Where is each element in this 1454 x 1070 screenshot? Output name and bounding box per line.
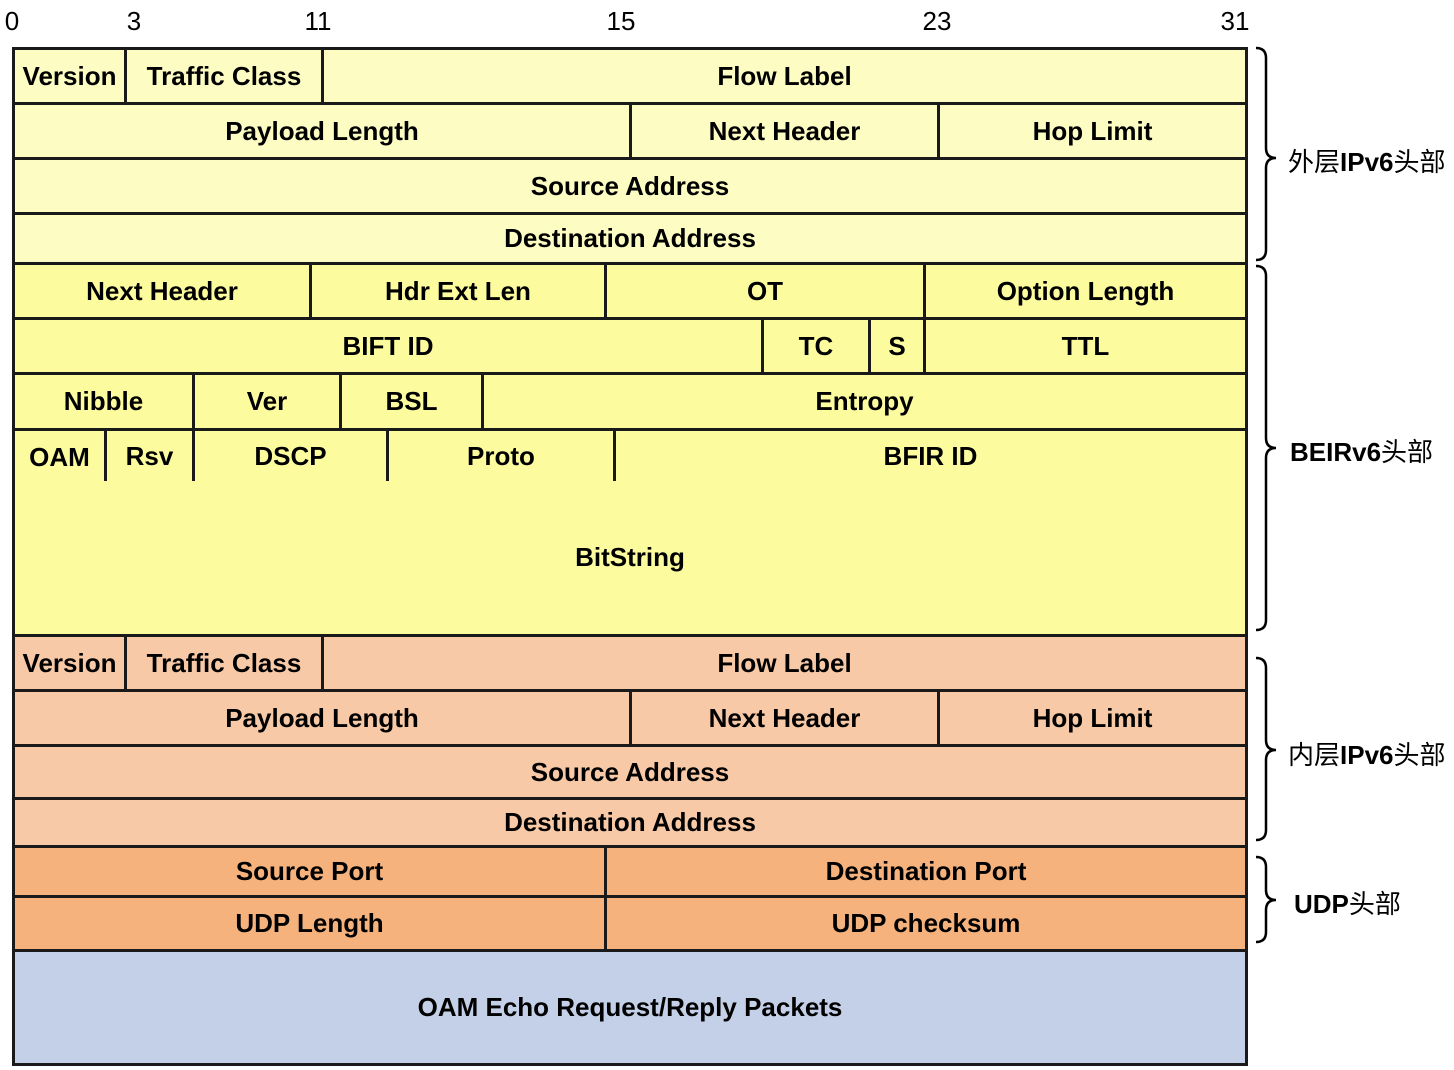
udp-label: UDP头部 xyxy=(1294,889,1401,919)
beir-s-field: S xyxy=(868,317,926,375)
beirv6-label: BEIRv6头部 xyxy=(1290,437,1434,467)
bit-tick-0: 0 xyxy=(4,6,20,36)
bit-tick-15: 15 xyxy=(606,6,636,36)
outer-ipv6-label: 外层IPv6头部 xyxy=(1288,147,1446,177)
beir-hdr-ext-len-field: Hdr Ext Len xyxy=(309,262,607,320)
beir-bfir-id-field: BFIR ID xyxy=(613,428,1248,484)
outer-hop-limit-field: Hop Limit xyxy=(937,102,1248,160)
inner-version-field: Version xyxy=(12,634,127,692)
oam-echo-payload: OAM Echo Request/Reply Packets xyxy=(12,949,1248,1066)
bit-tick-3: 3 xyxy=(126,6,142,36)
outer-next-header-field: Next Header xyxy=(629,102,940,160)
beir-nibble-field: Nibble xyxy=(12,372,195,431)
inner-payload-length-field: Payload Length xyxy=(12,689,632,747)
outer-destination-address-field: Destination Address xyxy=(12,212,1248,265)
outer-version-field: Version xyxy=(12,47,127,105)
udp-brace xyxy=(1255,855,1277,944)
inner-destination-address-field: Destination Address xyxy=(12,797,1248,848)
inner-ipv6-brace xyxy=(1255,656,1277,842)
beir-bift-id-field: BIFT ID xyxy=(12,317,764,375)
bit-tick-23: 23 xyxy=(922,6,952,36)
outer-ipv6-brace xyxy=(1255,46,1277,262)
bit-tick-31: 31 xyxy=(1220,6,1250,36)
inner-flow-label-field: Flow Label xyxy=(321,634,1248,692)
beir-ttl-field: TTL xyxy=(923,317,1248,375)
outer-flow-label-field: Flow Label xyxy=(321,47,1248,105)
beir-dscp-field: DSCP xyxy=(192,428,389,484)
inner-hop-limit-field: Hop Limit xyxy=(937,689,1248,747)
beir-bitstring-field: BitString xyxy=(12,481,1248,637)
beir-option-length-field: Option Length xyxy=(923,262,1248,320)
beir-entropy-field: Entropy xyxy=(481,372,1248,431)
inner-ipv6-label: 内层IPv6头部 xyxy=(1288,740,1446,770)
beir-rsv-field: Rsv xyxy=(104,428,195,484)
beir-ot-field: OT xyxy=(604,262,926,320)
beirv6-brace xyxy=(1255,264,1277,632)
udp-destination-port-field: Destination Port xyxy=(604,845,1248,898)
bit-tick-11: 11 xyxy=(304,6,332,36)
